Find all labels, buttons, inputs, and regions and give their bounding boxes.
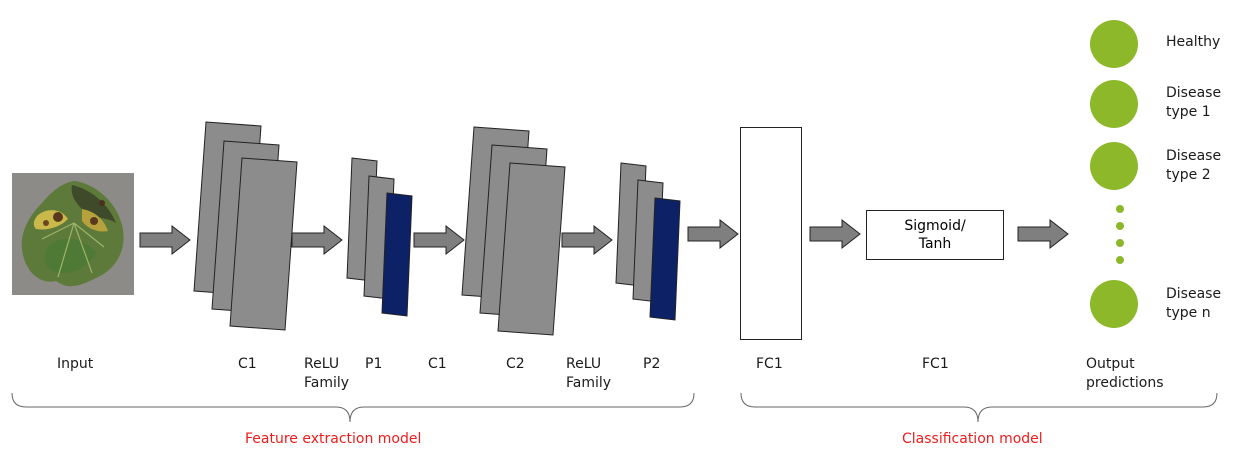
label-c1-first: C1 [238,356,257,372]
label-p2: P2 [643,356,661,372]
output-node-disease1 [1090,80,1138,128]
fc1-layer-box [740,127,802,340]
output-label-healthy: Healthy [1166,34,1221,50]
label-relu-second: ReLU Family [566,356,612,391]
label-input: Input [57,356,94,372]
label-fc1-second: FC1 [922,356,949,372]
section-feature-extraction: Feature extraction model [245,431,422,447]
arrow-icon [687,218,739,250]
label-c2: C2 [506,356,525,372]
conv-block-c2 [461,126,566,336]
label-relu-first: ReLU Family [304,356,350,391]
output-label-disease2: Disease type 2 [1166,148,1222,183]
output-label-disease1: Disease type 1 [1166,85,1222,120]
ellipsis-dot [1116,222,1124,230]
conv-block-c1 [193,121,298,331]
pool-block-p2 [615,162,681,321]
input-leaf-image [12,173,134,295]
activation-box: Sigmoid/ Tanh [866,210,1004,260]
output-label-diseasen: Disease type n [1166,286,1222,321]
arrow-icon [139,224,191,256]
arrow-icon [561,224,613,256]
label-output-predictions: Output predictions [1086,356,1164,391]
output-node-healthy [1090,20,1138,68]
output-nodes [1090,20,1138,328]
output-node-disease2 [1090,142,1138,190]
label-fc1-first: FC1 [756,356,783,372]
output-node-diseasen [1090,280,1138,328]
activation-label: Sigmoid/ Tanh [904,218,966,252]
arrow-icon [291,224,343,256]
arrow-icon [413,224,465,256]
ellipsis-dot [1116,239,1124,247]
feature-extraction-brace [11,392,695,423]
section-classification: Classification model [902,431,1043,447]
arrow-icon [809,218,861,250]
ellipsis-dot [1116,256,1124,264]
arrow-icon [1017,218,1069,250]
label-c1-second: C1 [428,356,447,372]
flow-arrows [139,218,1069,256]
pool-block-p1 [346,157,413,317]
label-p1: P1 [365,356,383,372]
classification-brace [740,392,1218,423]
ellipsis-dot [1116,205,1124,213]
